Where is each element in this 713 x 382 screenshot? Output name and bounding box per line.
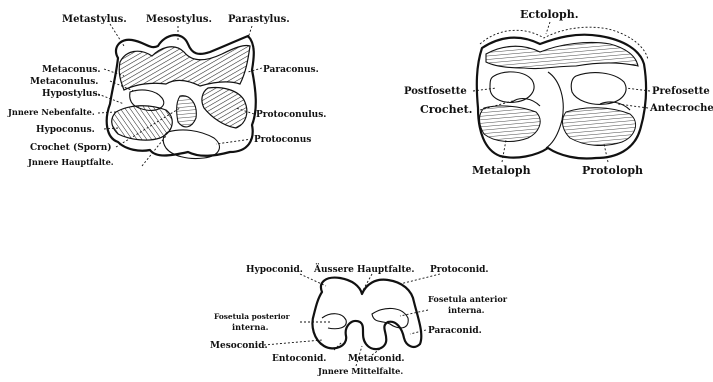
label-paraconid: Paraconid. (428, 326, 482, 336)
leader-paraconid (410, 330, 426, 334)
label-prefosette: Prefosette (652, 86, 710, 97)
leader-ectoloph (546, 22, 550, 34)
upper-molar-diagram (98, 24, 262, 166)
upper-molar-ectoloph-hatch (119, 45, 250, 90)
label-innere-hauptfalte: Jnnere Hauptfalte. (27, 157, 114, 167)
leader-metastylus (110, 24, 124, 46)
label-protoconus: Protoconus (254, 135, 311, 145)
leader-protoconus (216, 139, 252, 144)
lower-molar-diagram (264, 274, 440, 366)
label-fosetula-anterior-line1: Fosetula anterior (428, 294, 508, 304)
leader-antecrochet (618, 104, 648, 108)
label-antecrochet: Antecrochet (649, 103, 713, 114)
leader-protoloph (604, 144, 608, 162)
label-crochet-sporn: Crochet (Sporn) (30, 142, 112, 153)
leader-mesoconid (264, 340, 322, 345)
label-protoloph: Protoloph (582, 164, 643, 177)
leader-metaloph (502, 140, 506, 162)
label-paraconus: Paraconus. (263, 65, 319, 75)
label-ectoloph: Ectoloph. (520, 8, 579, 21)
lower-molar-anterior-fold (372, 308, 408, 328)
label-protoconulus: Protoconulus. (256, 110, 326, 120)
label-metaconus: Metaconus. (42, 65, 100, 75)
label-postfosette: Postfosette (404, 86, 467, 97)
label-metaconid: Metaconid. (348, 354, 405, 364)
label-innere-mittelfalte: Jnnere Mittelfalte. (317, 366, 403, 376)
label-fosetula-posterior-line2: interna. (232, 322, 269, 332)
lophodont-postfosette (490, 72, 534, 102)
lophodont-ectoloph-band (486, 42, 638, 68)
label-parastylus: Parastylus. (228, 14, 290, 25)
upper-molar-protoloph-hatch (202, 88, 247, 129)
label-aussere-hauptfalte: Äussere Hauptfalte. (313, 262, 414, 275)
label-metaloph: Metaloph (472, 164, 531, 177)
leader-innere-nebenfalte (98, 112, 116, 113)
lophodont-prefosette (571, 73, 626, 105)
upper-molar-crochet-hatch (177, 96, 197, 127)
lophodont-metaloph (480, 106, 541, 142)
label-metastylus: Metastylus. (62, 14, 127, 25)
lower-molar-posterior-fold (322, 314, 346, 329)
leader-protoconid (400, 274, 440, 284)
label-metaconulus: Metaconulus. (30, 77, 98, 87)
label-mesostylus: Mesostylus. (146, 14, 212, 25)
label-mesoconid: Mesoconid. (210, 341, 268, 351)
upper-molar-metaloph-hatch (112, 106, 173, 140)
label-innere-nebenfalte: Jnnere Nebenfalte. (7, 107, 95, 117)
leader-hypoconid (300, 274, 326, 286)
label-hypoconid: Hypoconid. (246, 265, 303, 275)
label-hypoconus: Hypoconus. (36, 125, 95, 135)
label-crochet: Crochet. (420, 103, 473, 116)
label-protoconid: Protoconid. (430, 265, 489, 275)
label-entoconid: Entoconid. (272, 354, 326, 364)
leader-paraconus (248, 68, 262, 72)
label-hypostylus: Hypostylus. (42, 89, 101, 99)
lophodont-protoloph (563, 108, 636, 146)
lophodont-molar-diagram (473, 22, 650, 162)
label-fosetula-posterior-line1: Fosetula posterior (214, 312, 290, 321)
lophodont-median-valley (546, 72, 563, 148)
label-fosetula-anterior-line2: interna. (448, 305, 485, 315)
